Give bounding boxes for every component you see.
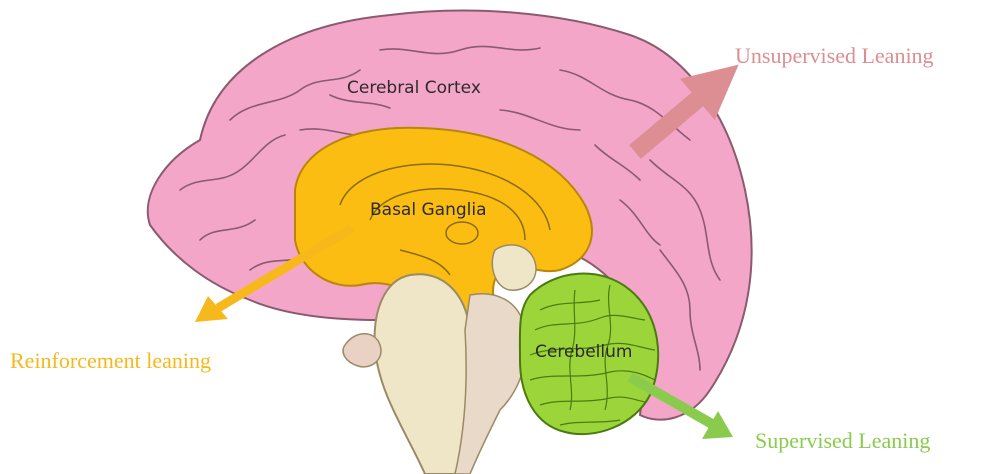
- basal-ganglia-label: Basal Ganglia: [370, 202, 487, 219]
- supervised-learning-label: Supervised Leaning: [755, 430, 930, 452]
- reinforcement-learning-label: Reinforcement leaning: [10, 350, 211, 372]
- pons-shape: [455, 294, 526, 474]
- cerebellum-label: Cerebellum: [535, 344, 632, 361]
- thalamus-shape: [492, 245, 536, 290]
- pituitary-shape: [343, 334, 381, 367]
- unsupervised-learning-label: Unsupervised Leaning: [735, 45, 934, 67]
- cerebral-cortex-label: Cerebral Cortex: [347, 80, 481, 97]
- brainstem-shape: [375, 274, 472, 474]
